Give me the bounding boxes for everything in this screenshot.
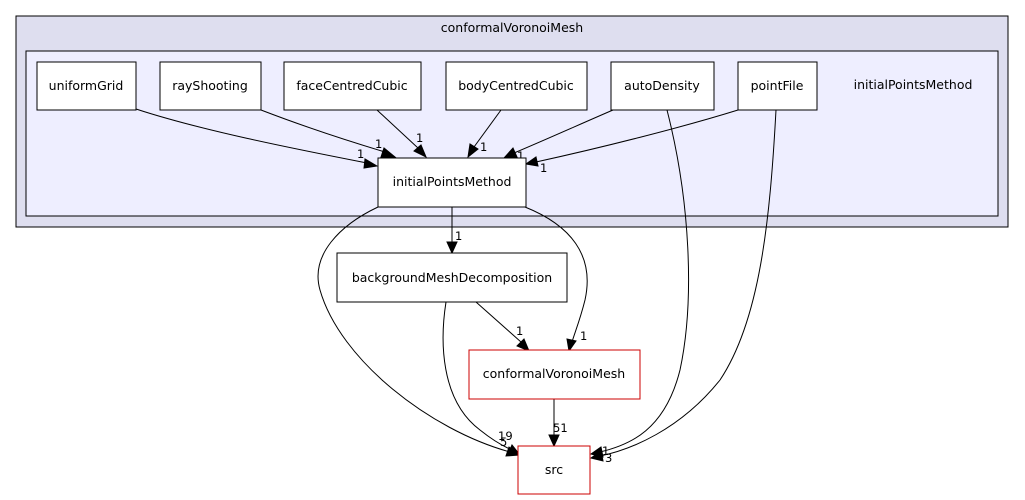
edge-facecentredcubic-ipm [376,109,419,149]
edge-bmd-cvm [475,301,522,343]
node-label: conformalVoronoiMesh [483,366,625,381]
arrowhead [363,158,379,169]
node-box [336,252,568,303]
node-conformalvoronoimesh[interactable]: conformalVoronoiMesh [468,349,641,400]
node-box [159,61,262,111]
node-src[interactable]: src [517,445,591,495]
edge-autodensity-ipm [513,109,614,154]
edge-label-autodensity-ipm: 1 [517,149,524,163]
arrowhead [380,147,397,158]
arrowhead [524,156,539,167]
node-uniformgrid[interactable]: uniformGrid [36,61,137,111]
arrowhead [446,241,458,255]
arrowhead [589,450,604,462]
node-box [610,61,715,111]
node-initialpointsmethod[interactable]: initialPointsMethod [377,157,527,208]
node-label: src [545,462,563,477]
node-box [468,349,641,400]
edge-pointfile-src [599,109,777,457]
edge-label-pointfile-ipm: 1 [540,161,547,175]
node-label: bodyCentredCubic [458,78,574,93]
edge-autodensity-src [599,109,689,453]
edge-label-bodycentredcubic-ipm: 1 [480,140,487,154]
node-label: autoDensity [624,78,700,93]
node-label: backgroundMeshDecomposition [352,270,552,285]
edge-label-ipm-bmd: 1 [455,229,462,243]
node-label: initialPointsMethod [393,174,512,189]
node-facecentredcubic[interactable]: faceCentredCubic [283,61,422,111]
edge-label-ipm-cvm: 1 [580,329,587,343]
node-rayshooting[interactable]: rayShooting [159,61,262,111]
arrowhead [507,444,522,456]
node-label: faceCentredCubic [296,78,407,93]
edge-label-autodensity-src: 1 [602,444,609,458]
edge-label-facecentredcubic-ipm: 1 [416,131,423,145]
cluster-inner-title[interactable]: initialPointsMethod [854,77,973,92]
edge-pointfile-ipm [535,109,739,163]
edges: 1 1 1 1 1 1 1 1 19 1 [135,108,777,465]
edge-uniformgrid-ipm [135,108,368,164]
edge-bodycentredcubic-ipm [473,109,502,148]
node-label: uniformGrid [49,78,124,93]
node-pointfile[interactable]: pointFile [737,61,818,111]
arrowhead [467,143,479,159]
cluster-outer-title: conformalVoronoiMesh [441,20,583,35]
edge-label-pointfile-src: 3 [605,451,612,465]
node-box [517,445,591,495]
arrowhead [516,338,530,352]
node-box [283,61,422,111]
node-box [737,61,818,111]
node-label: rayShooting [172,78,248,93]
node-bodycentredcubic[interactable]: bodyCentredCubic [445,61,588,111]
edge-ipm-cvm [524,206,588,343]
edge-rayshooting-ipm [260,109,386,153]
edge-label-bmd-cvm: 1 [516,324,523,338]
nodes: uniformGrid rayShooting faceCentredCubic… [36,61,818,495]
edge-label-rayshooting-ipm: 1 [375,137,382,151]
edge-label-ipm-src: 19 [498,429,513,443]
node-backgroundmeshdecomposition[interactable]: backgroundMeshDecomposition [336,252,568,303]
arrowhead [566,338,577,353]
node-box [377,157,527,208]
edge-label-uniformgrid-ipm: 1 [357,147,364,161]
node-label: pointFile [751,78,804,93]
arrowhead [413,144,427,159]
edge-label-bmd-src: 5 [500,435,507,449]
node-box [36,61,137,111]
edge-bmd-src [442,301,513,451]
edge-ipm-src [317,206,511,453]
node-box [445,61,588,111]
edge-label-cvm-src: 51 [553,421,568,435]
arrowhead [548,434,560,448]
node-autodensity[interactable]: autoDensity [610,61,715,111]
